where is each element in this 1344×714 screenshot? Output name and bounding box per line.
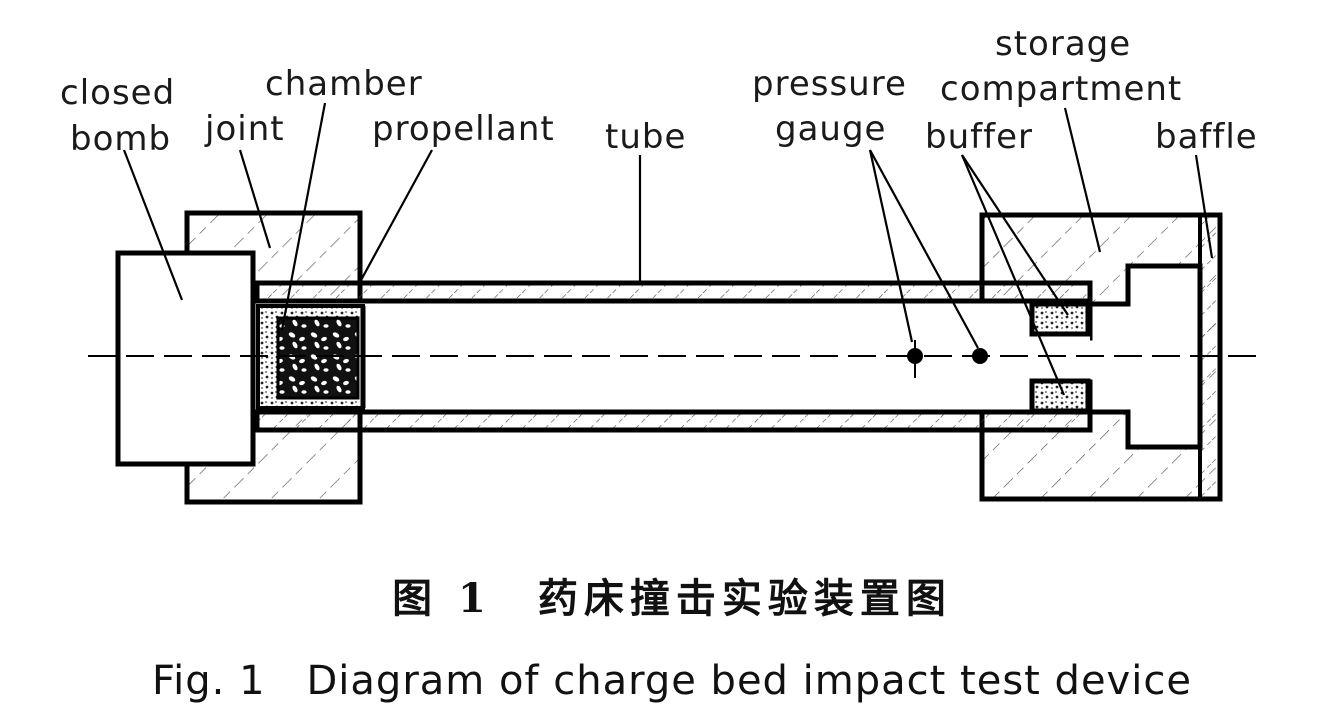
label-tube: tube	[605, 117, 686, 157]
label-baffle: baffle	[1155, 117, 1258, 157]
label-propellant: propellant	[372, 109, 555, 149]
label-pressure-gauge-line2: gauge	[775, 109, 886, 149]
figure-caption-english: Fig. 1 Diagram of charge bed impact test…	[152, 658, 1192, 704]
label-joint: joint	[204, 109, 285, 149]
label-buffer: buffer	[925, 117, 1033, 157]
label-closed-bomb-line2: bomb	[70, 119, 171, 159]
pressure-gauge-2	[972, 348, 988, 364]
propellant	[276, 316, 360, 400]
label-pressure-gauge-line1: pressure	[752, 64, 907, 104]
tube-wall-top	[254, 280, 1093, 304]
buffer-top	[1029, 301, 1091, 337]
figure-caption-chinese: 图 1 药床撞击实验装置图	[392, 575, 952, 622]
diagram: closed bomb joint chamber propellant tub…	[60, 24, 1258, 505]
label-storage-compartment-line2: compartment	[940, 69, 1182, 109]
closed-bomb	[115, 250, 256, 467]
label-closed-bomb-line1: closed	[60, 73, 175, 113]
label-chamber: chamber	[265, 64, 423, 104]
label-storage-compartment-line1: storage	[995, 24, 1131, 64]
tube-wall-bottom	[254, 409, 1093, 433]
